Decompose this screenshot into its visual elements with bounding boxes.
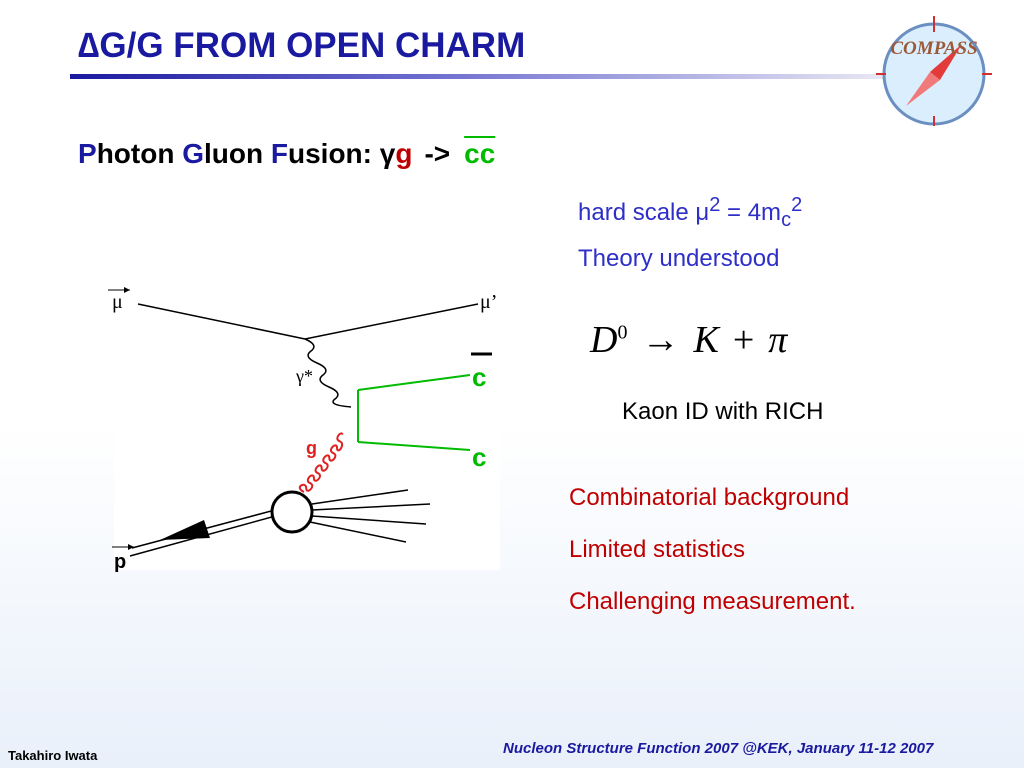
proton-arrow (160, 520, 210, 540)
label-muon-in: μ (112, 291, 123, 313)
decay-pi: π (768, 319, 788, 361)
footer-author: Takahiro Iwata (8, 748, 98, 763)
kaon-id-text: Kaon ID with RICH (622, 398, 824, 425)
proton-label-arrowhead (128, 544, 134, 550)
diagram-background (114, 292, 500, 570)
feynman-diagram: μ μ’ γ* g c c p (108, 287, 500, 573)
subtitle-p-rest: hoton (96, 138, 183, 169)
hard-scale-mu: μ (695, 199, 710, 226)
gluon-line (298, 432, 344, 493)
virtual-photon-line (304, 338, 352, 408)
proton-blob (270, 490, 314, 534)
proton-line-2 (131, 505, 291, 549)
logo-text: COMPASS (890, 38, 977, 59)
muon-out-line (304, 303, 479, 340)
remnant-line-3 (311, 515, 427, 525)
note-combinatorial-background: Combinatorial background (569, 484, 850, 511)
charm-antiquark-line (357, 374, 471, 391)
hard-scale-subscript: c (781, 208, 792, 231)
label-c-bar: c (472, 362, 486, 392)
decay-k: K (693, 319, 719, 361)
hard-scale-text: hard scale μ2 = 4mc2 (578, 194, 802, 232)
muon-in-line (137, 303, 306, 340)
title-underline (70, 74, 885, 79)
label-gamma-star: γ* (295, 366, 313, 386)
label-proton: p (114, 551, 126, 573)
hard-scale-prefix: hard scale (578, 199, 696, 226)
subtitle: Photon Gluon Fusion: γg -> cc (78, 138, 495, 170)
subtitle-f-initial: F (270, 138, 288, 169)
remnant-line-1 (311, 489, 409, 505)
label-muon-out: μ’ (480, 291, 497, 313)
proton-line-1 (129, 511, 291, 557)
hard-scale-m-exponent: 2 (791, 194, 803, 216)
slide-title: ∆G/G FROM OPEN CHARM (78, 26, 526, 65)
subtitle-g-rest: luon (204, 138, 271, 169)
compass-logo: COMPASS (876, 16, 992, 126)
note-limited-statistics: Limited statistics (569, 536, 746, 563)
subtitle-gluon: g (395, 138, 413, 169)
decay-formula: D0 → K + π (590, 318, 787, 362)
decay-arrow: → (641, 319, 680, 361)
subtitle-f-rest: usion: (287, 138, 380, 169)
note-challenging-measurement: Challenging measurement. (569, 588, 856, 615)
decay-d-superscript: 0 (617, 321, 628, 344)
subtitle-gamma: γ (379, 138, 396, 169)
label-gluon: g (306, 438, 317, 458)
label-c: c (472, 442, 486, 472)
muon-in-arrowhead (124, 287, 130, 293)
subtitle-arrow: -> (424, 138, 451, 169)
remnant-line-2 (311, 503, 431, 511)
footer-conference: Nucleon Structure Function 2007 @KEK, Ja… (503, 740, 934, 757)
hard-scale-mu-exponent: 2 (709, 194, 721, 216)
subtitle-cc: cc (464, 138, 496, 169)
subtitle-g-initial: G (182, 138, 204, 169)
decay-d: D (590, 319, 618, 361)
theory-text: Theory understood (578, 245, 780, 272)
charm-quark-line (357, 441, 471, 451)
hard-scale-middle: = 4m (720, 199, 782, 226)
decay-plus: + (732, 319, 755, 361)
remnant-line-4 (309, 521, 407, 543)
subtitle-p-initial: P (78, 138, 97, 169)
